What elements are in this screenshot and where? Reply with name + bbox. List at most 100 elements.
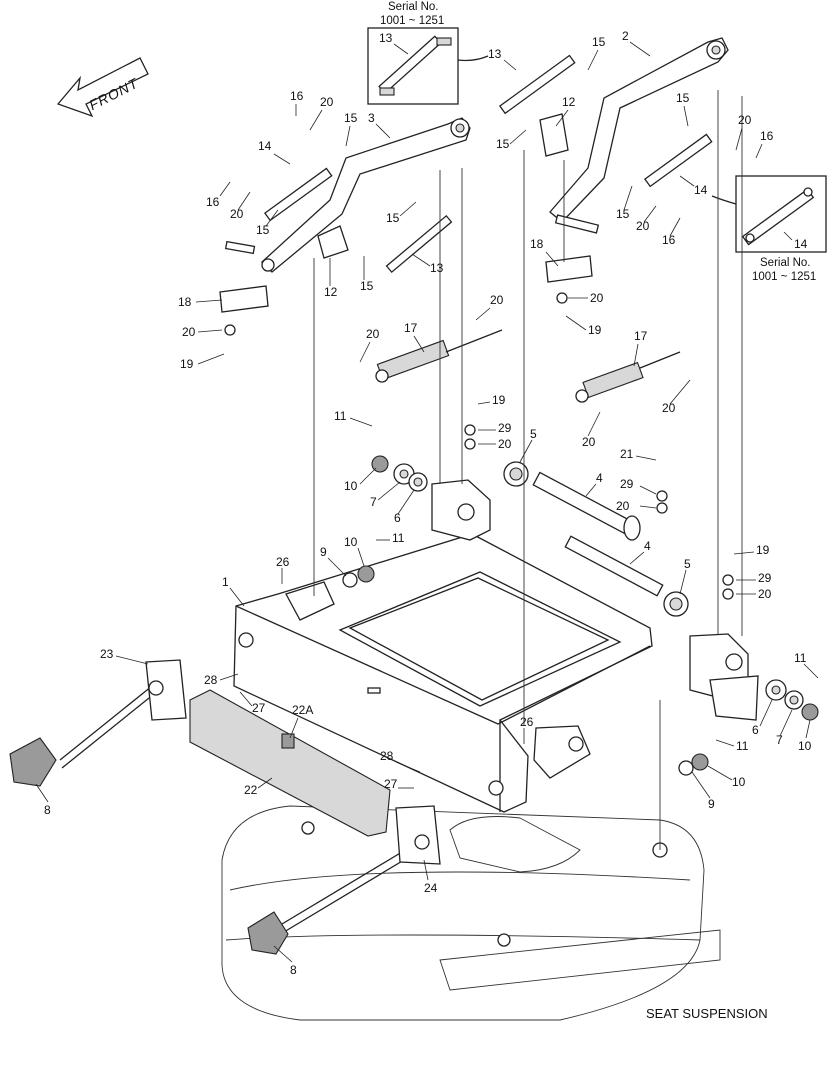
callout-20g: 20 (498, 437, 512, 451)
callout-19d: 19 (756, 543, 770, 557)
callout-11d: 11 (736, 739, 749, 753)
callout-15c: 15 (386, 211, 400, 225)
inset-right-line2: 1001 ~ 1251 (752, 271, 816, 283)
adjust-knob-upper (9, 659, 187, 787)
callout-4b: 4 (644, 539, 651, 553)
shaft-upper (532, 471, 641, 541)
callout-20e: 20 (366, 327, 380, 341)
callout-14c: 14 (794, 237, 808, 251)
inset-left-line1: Serial No. (388, 1, 439, 13)
callout-29c: 29 (758, 571, 772, 585)
callout-20d: 20 (490, 293, 504, 307)
callout-5a: 5 (530, 427, 537, 441)
shaft-lower (564, 535, 664, 597)
callout-23: 23 (100, 647, 114, 661)
callout-19c: 19 (492, 393, 506, 407)
callout-27b: 27 (384, 777, 398, 791)
callout-28a: 28 (204, 673, 218, 687)
callout-7b: 7 (776, 733, 783, 747)
callout-16c: 16 (760, 129, 774, 143)
callout-24: 24 (424, 881, 438, 895)
callout-11c: 11 (794, 651, 807, 665)
adjust-knob-lower (247, 805, 441, 955)
callout-20a: 20 (320, 95, 334, 109)
guide-lines (313, 90, 743, 850)
callout-5b: 5 (684, 557, 691, 571)
diagram-title: SEAT SUSPENSION (646, 1006, 768, 1021)
callout-20f: 20 (590, 291, 604, 305)
callout-20c: 20 (182, 325, 196, 339)
hardware-washers (224, 292, 819, 776)
callout-19b: 19 (588, 323, 602, 337)
callout-28b: 28 (380, 749, 394, 763)
callout-19a: 19 (180, 357, 194, 371)
inset-serial-right: Serial No. 1001 ~ 1251 (711, 175, 827, 283)
callout-16d: 16 (662, 233, 676, 247)
callout-15e: 15 (592, 35, 606, 49)
callout-15h: 15 (616, 207, 630, 221)
callout-17a: 17 (404, 321, 418, 335)
callout-6b: 6 (752, 723, 759, 737)
callout-20b: 20 (230, 207, 244, 221)
upper-right-arm-assembly (498, 37, 729, 234)
seat-cushion (221, 805, 721, 1021)
callout-22a: 22A (292, 703, 313, 717)
callout-15f: 15 (496, 137, 510, 151)
callout-10a: 10 (344, 479, 358, 493)
callout-12a: 12 (562, 95, 576, 109)
callout-27a: 27 (252, 701, 266, 715)
callout-26b: 26 (520, 715, 534, 729)
callout-26a: 26 (276, 555, 290, 569)
callout-14b: 14 (694, 183, 708, 197)
callout-11b: 11 (392, 531, 405, 545)
callout-20l: 20 (616, 499, 630, 513)
callout-16a: 16 (290, 89, 304, 103)
callout-20m: 20 (758, 587, 772, 601)
upper-left-arm-assembly (224, 117, 471, 274)
callout-29b: 29 (620, 477, 634, 491)
callout-8b: 8 (290, 963, 297, 977)
inset-serial-left: Serial No. 1001 ~ 1251 (367, 1, 489, 105)
slide-rail (189, 689, 391, 837)
callout-29a: 29 (498, 421, 512, 435)
callout-8a: 8 (44, 803, 51, 817)
callout-11a: 11 (334, 409, 347, 423)
callout-9b: 9 (708, 797, 715, 811)
front-direction-arrow: FRONT (56, 57, 149, 118)
callout-20i: 20 (636, 219, 650, 233)
inset-left-line2: 1001 ~ 1251 (380, 15, 444, 27)
callout-20k: 20 (582, 435, 596, 449)
callout-10c: 10 (798, 739, 812, 753)
callout-1: 1 (222, 575, 229, 589)
callout-22: 22 (244, 783, 258, 797)
callout-6a: 6 (394, 511, 401, 525)
callout-12b: 12 (324, 285, 338, 299)
callout-15d: 15 (360, 279, 374, 293)
callout-14a: 14 (258, 139, 272, 153)
callout-15b: 15 (256, 223, 270, 237)
callout-10d: 10 (732, 775, 746, 789)
callout-17b: 17 (634, 329, 648, 343)
gas-spring-left (375, 329, 503, 383)
callout-13a: 13 (488, 47, 502, 61)
callout-13c: 13 (379, 31, 393, 45)
pivot-blocks (219, 255, 759, 779)
callout-3: 3 (368, 111, 375, 125)
callout-13b: 13 (430, 261, 444, 275)
callout-4a: 4 (596, 471, 603, 485)
callout-9a: 9 (320, 545, 327, 559)
main-frame (233, 533, 653, 813)
inset-right-line1: Serial No. (760, 257, 811, 269)
gas-spring-right (575, 351, 681, 403)
callout-2: 2 (622, 29, 629, 43)
callout-18b: 18 (530, 237, 544, 251)
callout-16b: 16 (206, 195, 220, 209)
callout-10b: 10 (344, 535, 358, 549)
callout-15g: 15 (676, 91, 690, 105)
callout-7a: 7 (370, 495, 377, 509)
callout-15a: 15 (344, 111, 358, 125)
callout-21: 21 (620, 447, 634, 461)
callout-labels: 1 2 3 4 4 5 5 6 6 7 7 8 8 9 9 10 10 10 1… (35, 29, 819, 977)
callout-20j: 20 (662, 401, 676, 415)
